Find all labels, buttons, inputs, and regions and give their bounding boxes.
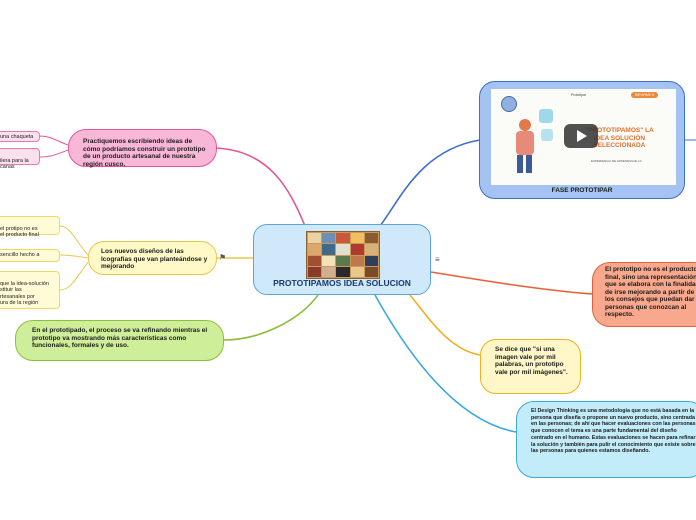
link-orange [409,294,481,356]
link-pink [214,147,306,227]
central-topic[interactable]: PROTOTIPAMOS IDEA SOLUCION [253,224,431,295]
puzzle-piece-icon [539,109,553,123]
topic-green[interactable]: En el prototipado, el proceso se va refi… [15,320,224,361]
play-icon[interactable] [564,124,598,148]
central-title: PROTOTIPAMOS IDEA SOLUCION [273,278,411,288]
leaf-pink-2-text: ilera para la canas [0,157,29,171]
topic-blue-label: FASE PROTOTIPAR [551,187,613,194]
notes-icon: ≡ [435,255,440,264]
central-image [306,231,380,279]
video-thumbnail[interactable]: Prototipar INFORME 5 "PROTOTIPAMOS" LA I… [491,89,676,185]
link-red [430,271,593,295]
topic-green-text: En el prototipado, el proceso se va refi… [32,327,208,349]
leaf-pink-2[interactable]: ilera para la canas [0,148,40,170]
topic-yellow-text: Los nuevos diseños de las Icografías que… [101,248,208,270]
topic-pink-text: Practiquemos escribiendo ideas de cómo p… [83,138,206,168]
video-line1: Prototipar [571,93,587,97]
leaf-pink-1-text: una chaqueta [0,134,34,140]
flag-icon: ⚑ [219,253,227,262]
video-logo [501,96,517,112]
leaf-yellow-2[interactable]: sencillo hecho a [0,249,60,262]
link-yellow-leaf-1 [59,225,89,256]
leaf-yellow-1-text: el protipo no es el producto final [0,225,39,239]
topic-pink[interactable]: Practiquemos escribiendo ideas de cómo p… [68,129,217,168]
video-subheading: EXPERIENCIA DE APRENDIZAJE 14 [591,159,642,163]
video-button: INFORME 5 [631,92,659,98]
topic-red[interactable]: El prototipo no es el producto final, si… [592,262,696,327]
link-yellow-leaf-3 [59,261,89,291]
link-pink-leaf-1 [39,135,69,146]
puzzle-piece-icon-2 [541,129,553,141]
leaf-yellow-3-text: que la idea-solución stituir las rtesana… [0,280,49,307]
leaf-pink-1[interactable]: una chaqueta [0,131,40,142]
link-cyan [374,294,517,433]
topic-red-text: El prototipo no es el producto final, si… [605,266,696,318]
topic-orange[interactable]: Se dice que "si una imagen vale por mil … [480,339,581,394]
topic-cyan-text: El Design Thinking es una metodología qu… [531,408,696,455]
leaf-yellow-1[interactable]: el protipo no es el producto final [0,216,60,238]
topic-orange-text: Se dice que "si una imagen vale por mil … [495,346,568,376]
link-blue [379,139,481,227]
topic-yellow[interactable]: Los nuevos diseños de las Icografías que… [88,241,217,275]
topic-cyan[interactable]: El Design Thinking es una metodología qu… [516,401,696,478]
leaf-yellow-2-text: sencillo hecho a [0,252,40,258]
leaf-yellow-3[interactable]: que la idea-solución stituir las rtesana… [0,271,60,309]
link-green [223,294,319,341]
link-pink-leaf-2 [39,149,69,158]
link-yellow-leaf-2 [59,254,89,259]
video-heading: "PROTOTIPAMOS" LA IDEA SOLUCIÓN SELECCIO… [585,127,654,149]
video-character-figure [511,119,547,174]
